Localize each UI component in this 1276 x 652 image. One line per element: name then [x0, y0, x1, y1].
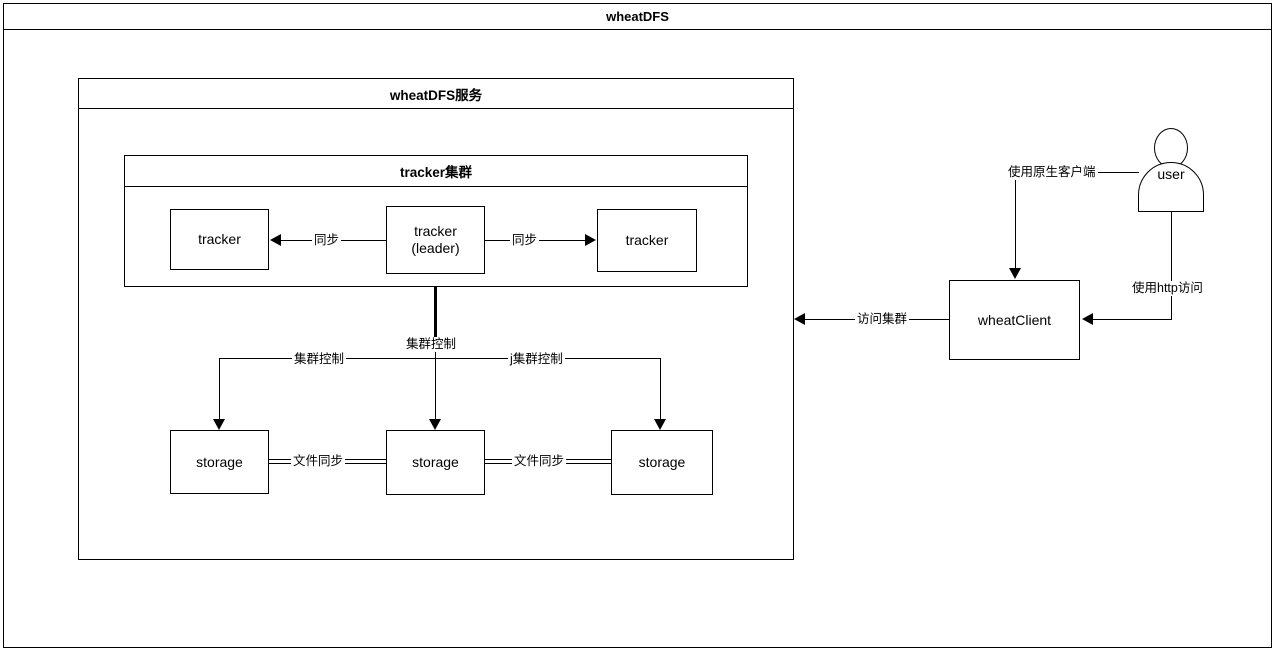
cluster-control-center-branch — [435, 352, 436, 421]
http-access-label: 使用http访问 — [1130, 281, 1205, 296]
native-client-label: 使用原生客户端 — [1006, 165, 1098, 180]
service-box-title-bar: wheatDFS服务 — [79, 79, 793, 109]
sync-right-arrowhead — [585, 234, 596, 246]
file-sync-left-label: 文件同步 — [291, 454, 346, 469]
sync-left-label: 同步 — [312, 233, 342, 248]
service-box-title: wheatDFS服务 — [389, 87, 483, 103]
tracker-cluster-title-bar: tracker集群 — [125, 156, 747, 187]
access-cluster-label: 访问集群 — [855, 312, 910, 327]
cluster-control-trunk — [434, 287, 437, 342]
http-access-arrowhead — [1082, 313, 1093, 325]
user-actor-label: user — [1157, 166, 1185, 182]
native-client-vline — [1015, 172, 1016, 268]
storage-node-right[interactable]: storage — [611, 430, 713, 495]
storage-node-left[interactable]: storage — [170, 430, 269, 494]
wheat-client-node[interactable]: wheatClient — [949, 280, 1080, 360]
cluster-control-center-label: 集群控制 — [404, 337, 459, 352]
cluster-control-right-branch — [660, 358, 661, 421]
user-actor[interactable]: user — [1138, 128, 1204, 212]
access-cluster-arrowhead — [794, 313, 805, 325]
outer-frame-title: wheatDFS — [606, 9, 669, 24]
cluster-control-bus — [219, 358, 661, 359]
http-access-vline — [1171, 212, 1172, 320]
storage-node-center[interactable]: storage — [386, 430, 485, 495]
sync-left-arrowhead — [270, 234, 281, 246]
cluster-control-right-label: j集群控制 — [508, 352, 565, 367]
tracker-cluster-title: tracker集群 — [399, 165, 473, 180]
cluster-control-center-arrowhead — [429, 419, 441, 430]
native-client-arrowhead — [1009, 268, 1021, 279]
cluster-control-left-label: 集群控制 — [292, 352, 347, 367]
outer-frame-title-bar: wheatDFS — [4, 4, 1271, 30]
file-sync-right-label: 文件同步 — [512, 454, 567, 469]
tracker-node-leader[interactable]: tracker (leader) — [386, 206, 485, 274]
cluster-control-left-branch — [219, 358, 220, 421]
sync-right-label: 同步 — [510, 233, 540, 248]
tracker-node-left[interactable]: tracker — [170, 209, 269, 270]
tracker-node-right[interactable]: tracker — [597, 209, 697, 272]
cluster-control-right-arrowhead — [654, 419, 666, 430]
http-access-hline — [1093, 319, 1171, 320]
cluster-control-left-arrowhead — [213, 419, 225, 430]
